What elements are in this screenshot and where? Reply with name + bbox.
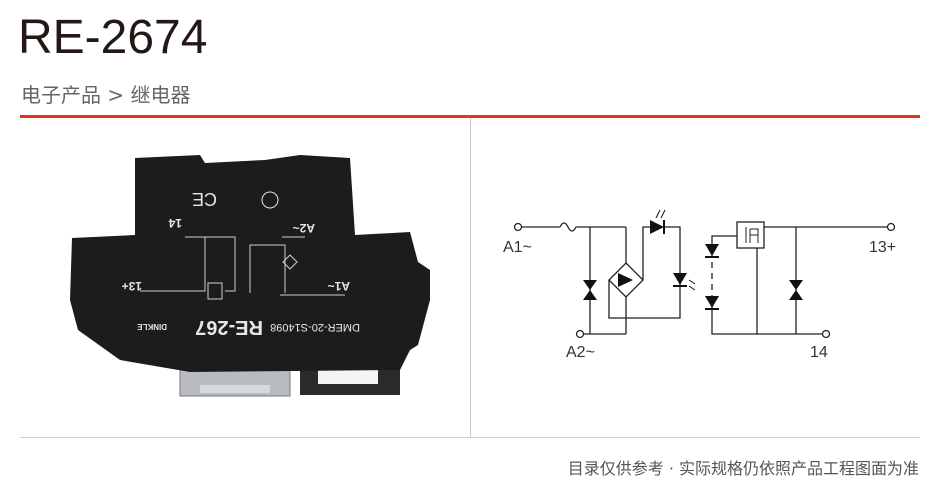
- breadcrumb[interactable]: 电子产品 > 继电器: [21, 83, 191, 107]
- label-a2: A2~: [566, 344, 595, 361]
- tvs-diode-input-icon: [583, 280, 597, 300]
- ul-mark-icon: [261, 191, 279, 209]
- fuse-icon: [559, 222, 577, 232]
- terminal-a2: [575, 329, 585, 339]
- accent-divider: [20, 115, 920, 118]
- mosfet-icon: [736, 221, 765, 249]
- bottom-divider: [20, 437, 920, 438]
- terminal-14: [821, 329, 831, 339]
- optocoupler-led-icon: [673, 273, 696, 291]
- photo-terminal-a1: A1~: [328, 279, 350, 293]
- product-title: RE-2674: [18, 11, 208, 64]
- led-indicator-icon: [650, 209, 666, 234]
- label-13-plus: 13+: [869, 239, 896, 256]
- photo-terminal-a2: A2~: [293, 221, 315, 235]
- printed-schematic: [140, 236, 345, 300]
- photo-code-print: DMER-20-S14098: [270, 321, 360, 333]
- tvs-diode-output-icon: [789, 280, 803, 300]
- photo-terminal-14: 14: [168, 216, 182, 230]
- ce-mark-icon: CE: [192, 189, 217, 209]
- photo-brand-print: DINKLE: [137, 322, 167, 331]
- vertical-divider: [470, 118, 471, 437]
- label-a1: A1~: [503, 239, 532, 256]
- photo-model-print: RE-267: [195, 316, 263, 338]
- disclaimer-note: 目录仅供参考 · 实际规格仍依照产品工程图面为准: [567, 459, 919, 478]
- bridge-diode-icon: [618, 273, 633, 287]
- photo-terminal-13: 13+: [122, 279, 142, 293]
- bridge-rectifier-icon: [608, 262, 644, 298]
- photodiode-icon: [705, 244, 719, 310]
- label-14: 14: [810, 344, 828, 361]
- terminal-13: [886, 222, 896, 232]
- terminal-a1: [513, 222, 523, 232]
